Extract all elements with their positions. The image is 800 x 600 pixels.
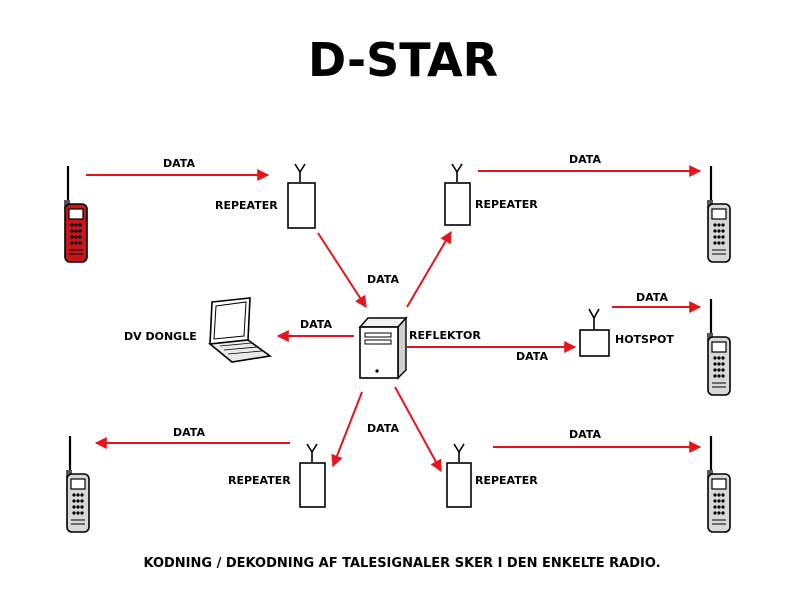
repeater-label: REPEATER — [215, 199, 278, 212]
repeater-label: REPEATER — [475, 474, 538, 487]
data-label-hotspot-link: DATA — [516, 350, 548, 363]
hotspot-label: HOTSPOT — [615, 333, 674, 346]
repeater-bottom-left: REPEATER — [228, 443, 326, 508]
radio-top-left-icon — [62, 164, 89, 264]
hotspot: HOTSPOT — [579, 308, 674, 357]
radio-middle-right-icon — [705, 297, 732, 397]
data-label-top-left: DATA — [163, 157, 195, 170]
antenna-icon — [306, 443, 318, 462]
repeater-bottom-right: REPEATER — [446, 443, 538, 508]
laptop-icon — [208, 297, 273, 363]
arrow-reflektor-to-repeater-bottom-left — [331, 391, 363, 468]
antenna-icon — [588, 308, 600, 330]
data-label-bottom-left: DATA — [173, 426, 205, 439]
antenna-icon — [294, 163, 306, 182]
arrow-reflektor-to-repeater-top-right — [406, 230, 452, 308]
repeater-top-left: REPEATER — [215, 163, 316, 229]
data-label-bottom-right: DATA — [569, 428, 601, 441]
arrow-reflektor-to-repeater-bottom-right — [394, 386, 442, 473]
data-label-center-bottom: DATA — [367, 422, 399, 435]
data-label-center-top: DATA — [367, 273, 399, 286]
server-icon — [358, 316, 408, 380]
repeater-top-right: REPEATER — [444, 163, 538, 226]
radio-top-right-icon — [705, 164, 732, 264]
repeater-label: REPEATER — [475, 198, 538, 211]
antenna-icon — [451, 163, 463, 182]
radio-bottom-left-icon — [64, 434, 91, 534]
reflektor-server: REFLEKTOR — [358, 316, 481, 380]
reflektor-label: REFLEKTOR — [409, 329, 481, 342]
footer-note: KODNING / DEKODNING AF TALESIGNALER SKER… — [143, 556, 660, 571]
dv-dongle-label: DV DONGLE — [124, 330, 197, 343]
repeater-label: REPEATER — [228, 474, 291, 487]
data-arrows — [86, 165, 702, 473]
data-label-hotspot-radio: DATA — [636, 291, 668, 304]
antenna-icon — [453, 443, 465, 462]
dv-dongle: DV DONGLE — [124, 297, 273, 363]
radio-bottom-right-icon — [705, 434, 732, 534]
arrow-repeater-to-reflektor — [317, 232, 367, 309]
page-title: D-STAR — [308, 33, 498, 87]
data-label-dongle: DATA — [300, 318, 332, 331]
data-label-top-right: DATA — [569, 153, 601, 166]
